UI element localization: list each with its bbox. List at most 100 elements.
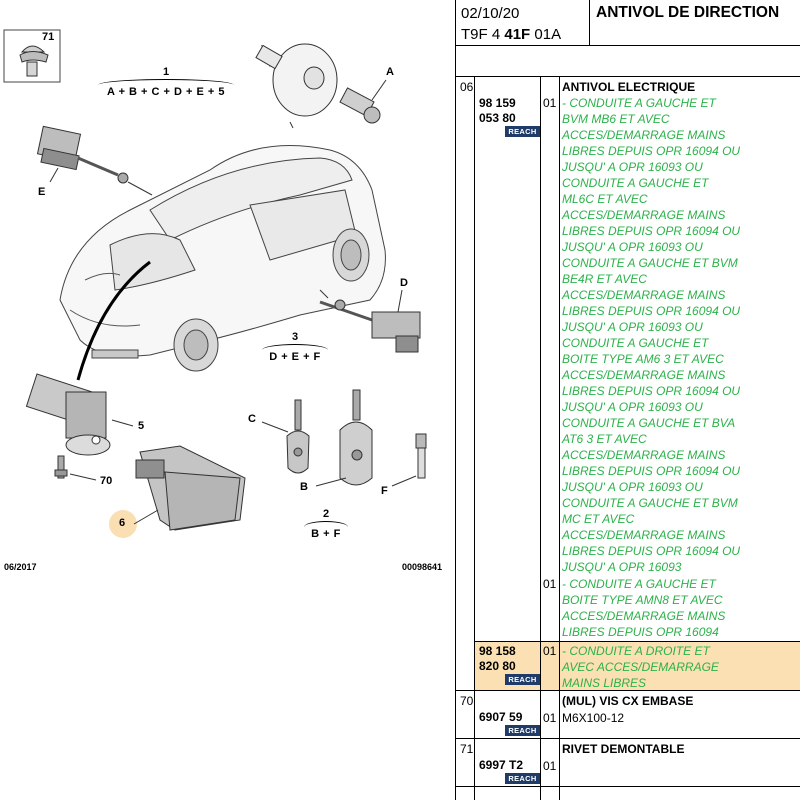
diagram-reference: 00098641: [402, 562, 443, 572]
section-06-number: 06: [460, 80, 474, 94]
section-71-title: RIVET DEMONTABLE: [562, 742, 685, 756]
label-b: B: [300, 481, 308, 493]
desc-line: JUSQU' A OPR 16093: [562, 560, 682, 574]
reach-badge: REACH: [505, 126, 540, 137]
group-3-number: 3: [291, 331, 299, 343]
desc-98159-variant: - CONDUITE A GAUCHE ET BOITE TYPE AMN8 ET…: [562, 576, 798, 640]
reach-badge: REACH: [505, 674, 540, 685]
key-c-drawing: [261, 399, 310, 474]
doc-code-suffix: 01A: [534, 26, 562, 43]
desc-line: CONDUITE A GAUCHE ET BVA: [562, 416, 736, 430]
desc-line: JUSQU' A OPR 16093 OU: [562, 400, 703, 414]
label-5: 5: [138, 420, 145, 432]
section-06-title: ANTIVOL ELECTRIQUE: [562, 80, 696, 94]
group-1: 1 A + B + C + D + E + 5: [98, 66, 234, 98]
section-70-detail: M6X100-12: [562, 711, 625, 725]
reach-badge: REACH: [505, 725, 540, 736]
key-blade-f-drawing: [391, 433, 427, 487]
group-2: 2 B + F: [304, 508, 348, 540]
desc-line: ACCES/DEMARRAGE MAINS: [562, 528, 726, 542]
desc-line: CONDUITE A GAUCHE ET BVM: [562, 256, 738, 270]
desc-line: - CONDUITE A GAUCHE ET: [562, 577, 716, 591]
doc-code: T9F 4 41F 01A: [461, 26, 561, 43]
module-6-drawing: [133, 445, 246, 531]
desc-line: BE4R ET AVEC: [562, 272, 647, 286]
desc-line: BVM MB6 ET AVEC: [562, 112, 670, 126]
part-6-highlight: [109, 510, 137, 538]
label-d: D: [400, 277, 408, 289]
ref-6997t2[interactable]: 6997 T2: [479, 758, 524, 772]
ref-690759[interactable]: 6907 59: [479, 710, 523, 724]
label-6: 6: [119, 517, 126, 529]
desc-line: ACCES/DEMARRAGE MAINS: [562, 288, 726, 302]
desc-line: JUSQU' A OPR 16093 OU: [562, 240, 703, 254]
qty-6997t2: 01: [543, 759, 557, 773]
doc-code-bold: 41F: [504, 26, 531, 43]
doc-code-prefix: T9F 4: [461, 26, 501, 43]
ref-98158-line2[interactable]: 820 80: [479, 659, 516, 673]
qty-98159: 01: [543, 96, 557, 110]
desc-line: MC ET AVEC: [562, 512, 635, 526]
lock-ring-drawing: [255, 43, 338, 129]
section-70-title: (MUL) VIS CX EMBASE: [562, 694, 694, 708]
lock-cylinder-a-drawing: [339, 79, 387, 124]
label-71: 71: [42, 31, 55, 43]
qty-98158: 01: [543, 644, 557, 658]
ref-98159-line2[interactable]: 053 80: [479, 111, 516, 125]
qty-98159-variant: 01: [543, 577, 557, 591]
desc-line: JUSQU' A OPR 16093 OU: [562, 320, 703, 334]
desc-line: LIBRES DEPUIS OPR 16094: [562, 625, 719, 639]
desc-98159: - CONDUITE A GAUCHE ET BVM MB6 ET AVEC ACC…: [562, 95, 798, 575]
desc-line: CONDUITE A GAUCHE ET: [562, 336, 709, 350]
doc-date: 02/10/20: [461, 5, 520, 22]
desc-line: LIBRES DEPUIS OPR 16094 OU: [562, 144, 741, 158]
desc-line: - CONDUITE A DROITE ET: [562, 644, 710, 658]
rivet-71-drawing: [19, 45, 49, 77]
parts-diagram: 71 A E D 5 C 70 B F 6 1 A + B + C + D + …: [3, 29, 443, 572]
label-e: E: [38, 186, 46, 198]
desc-line: ACCES/DEMARRAGE MAINS: [562, 368, 726, 382]
desc-line: CONDUITE A GAUCHE ET BVM: [562, 496, 738, 510]
group-1-number: 1: [162, 66, 170, 78]
desc-line: LIBRES DEPUIS OPR 16094 OU: [562, 464, 741, 478]
desc-line: AT6 3 ET AVEC: [562, 432, 647, 446]
ref-98159-line1[interactable]: 98 159: [479, 96, 516, 110]
car-drawing: [59, 145, 386, 372]
desc-line: LIBRES DEPUIS OPR 16094 OU: [562, 224, 741, 238]
desc-line: LIBRES DEPUIS OPR 16094 OU: [562, 544, 741, 558]
desc-line: ML6C ET AVEC: [562, 192, 648, 206]
desc-line: BOITE TYPE AMN8 ET AVEC: [562, 593, 723, 607]
diagram-drawing: [3, 29, 427, 531]
section-71-number: 71: [460, 742, 474, 756]
key-b-drawing: [315, 389, 373, 487]
desc-line: JUSQU' A OPR 16093 OU: [562, 160, 703, 174]
desc-line: JUSQU' A OPR 16093 OU: [562, 480, 703, 494]
desc-line: CONDUITE A GAUCHE ET: [562, 176, 709, 190]
desc-line: ACCES/DEMARRAGE MAINS: [562, 609, 726, 623]
label-f: F: [381, 485, 388, 497]
ref-98158-line1[interactable]: 98 158: [479, 644, 516, 658]
desc-line: - CONDUITE A GAUCHE ET: [562, 96, 716, 110]
desc-line: BOITE TYPE AM6 3 ET AVEC: [562, 352, 724, 366]
reach-badge: REACH: [505, 773, 540, 784]
desc-line: LIBRES DEPUIS OPR 16094 OU: [562, 384, 741, 398]
parts-table: 02/10/20 T9F 4 41F 01A ANTIVOL DE DIRECT…: [455, 0, 800, 800]
group-2-formula: B + F: [311, 528, 341, 540]
diagram-date: 06/2017: [4, 562, 37, 572]
label-a: A: [386, 66, 394, 78]
label-70: 70: [100, 475, 113, 487]
desc-line: AVEC ACCES/DEMARRAGE: [562, 660, 719, 674]
qty-690759: 01: [543, 711, 557, 725]
group-3-formula: D + E + F: [269, 351, 321, 363]
group-2-number: 2: [322, 508, 330, 520]
desc-line: ACCES/DEMARRAGE MAINS: [562, 128, 726, 142]
group-1-formula: A + B + C + D + E + 5: [106, 86, 225, 98]
steering-lock-5-drawing: [25, 373, 134, 456]
actuator-e-drawing: [36, 125, 153, 196]
desc-line: ACCES/DEMARRAGE MAINS: [562, 448, 726, 462]
desc-line: MAINS LIBRES: [562, 676, 647, 690]
group-3: 3 D + E + F: [262, 331, 328, 363]
desc-line: ACCES/DEMARRAGE MAINS: [562, 208, 726, 222]
section-70-number: 70: [460, 694, 474, 708]
desc-line: LIBRES DEPUIS OPR 16094 OU: [562, 304, 741, 318]
